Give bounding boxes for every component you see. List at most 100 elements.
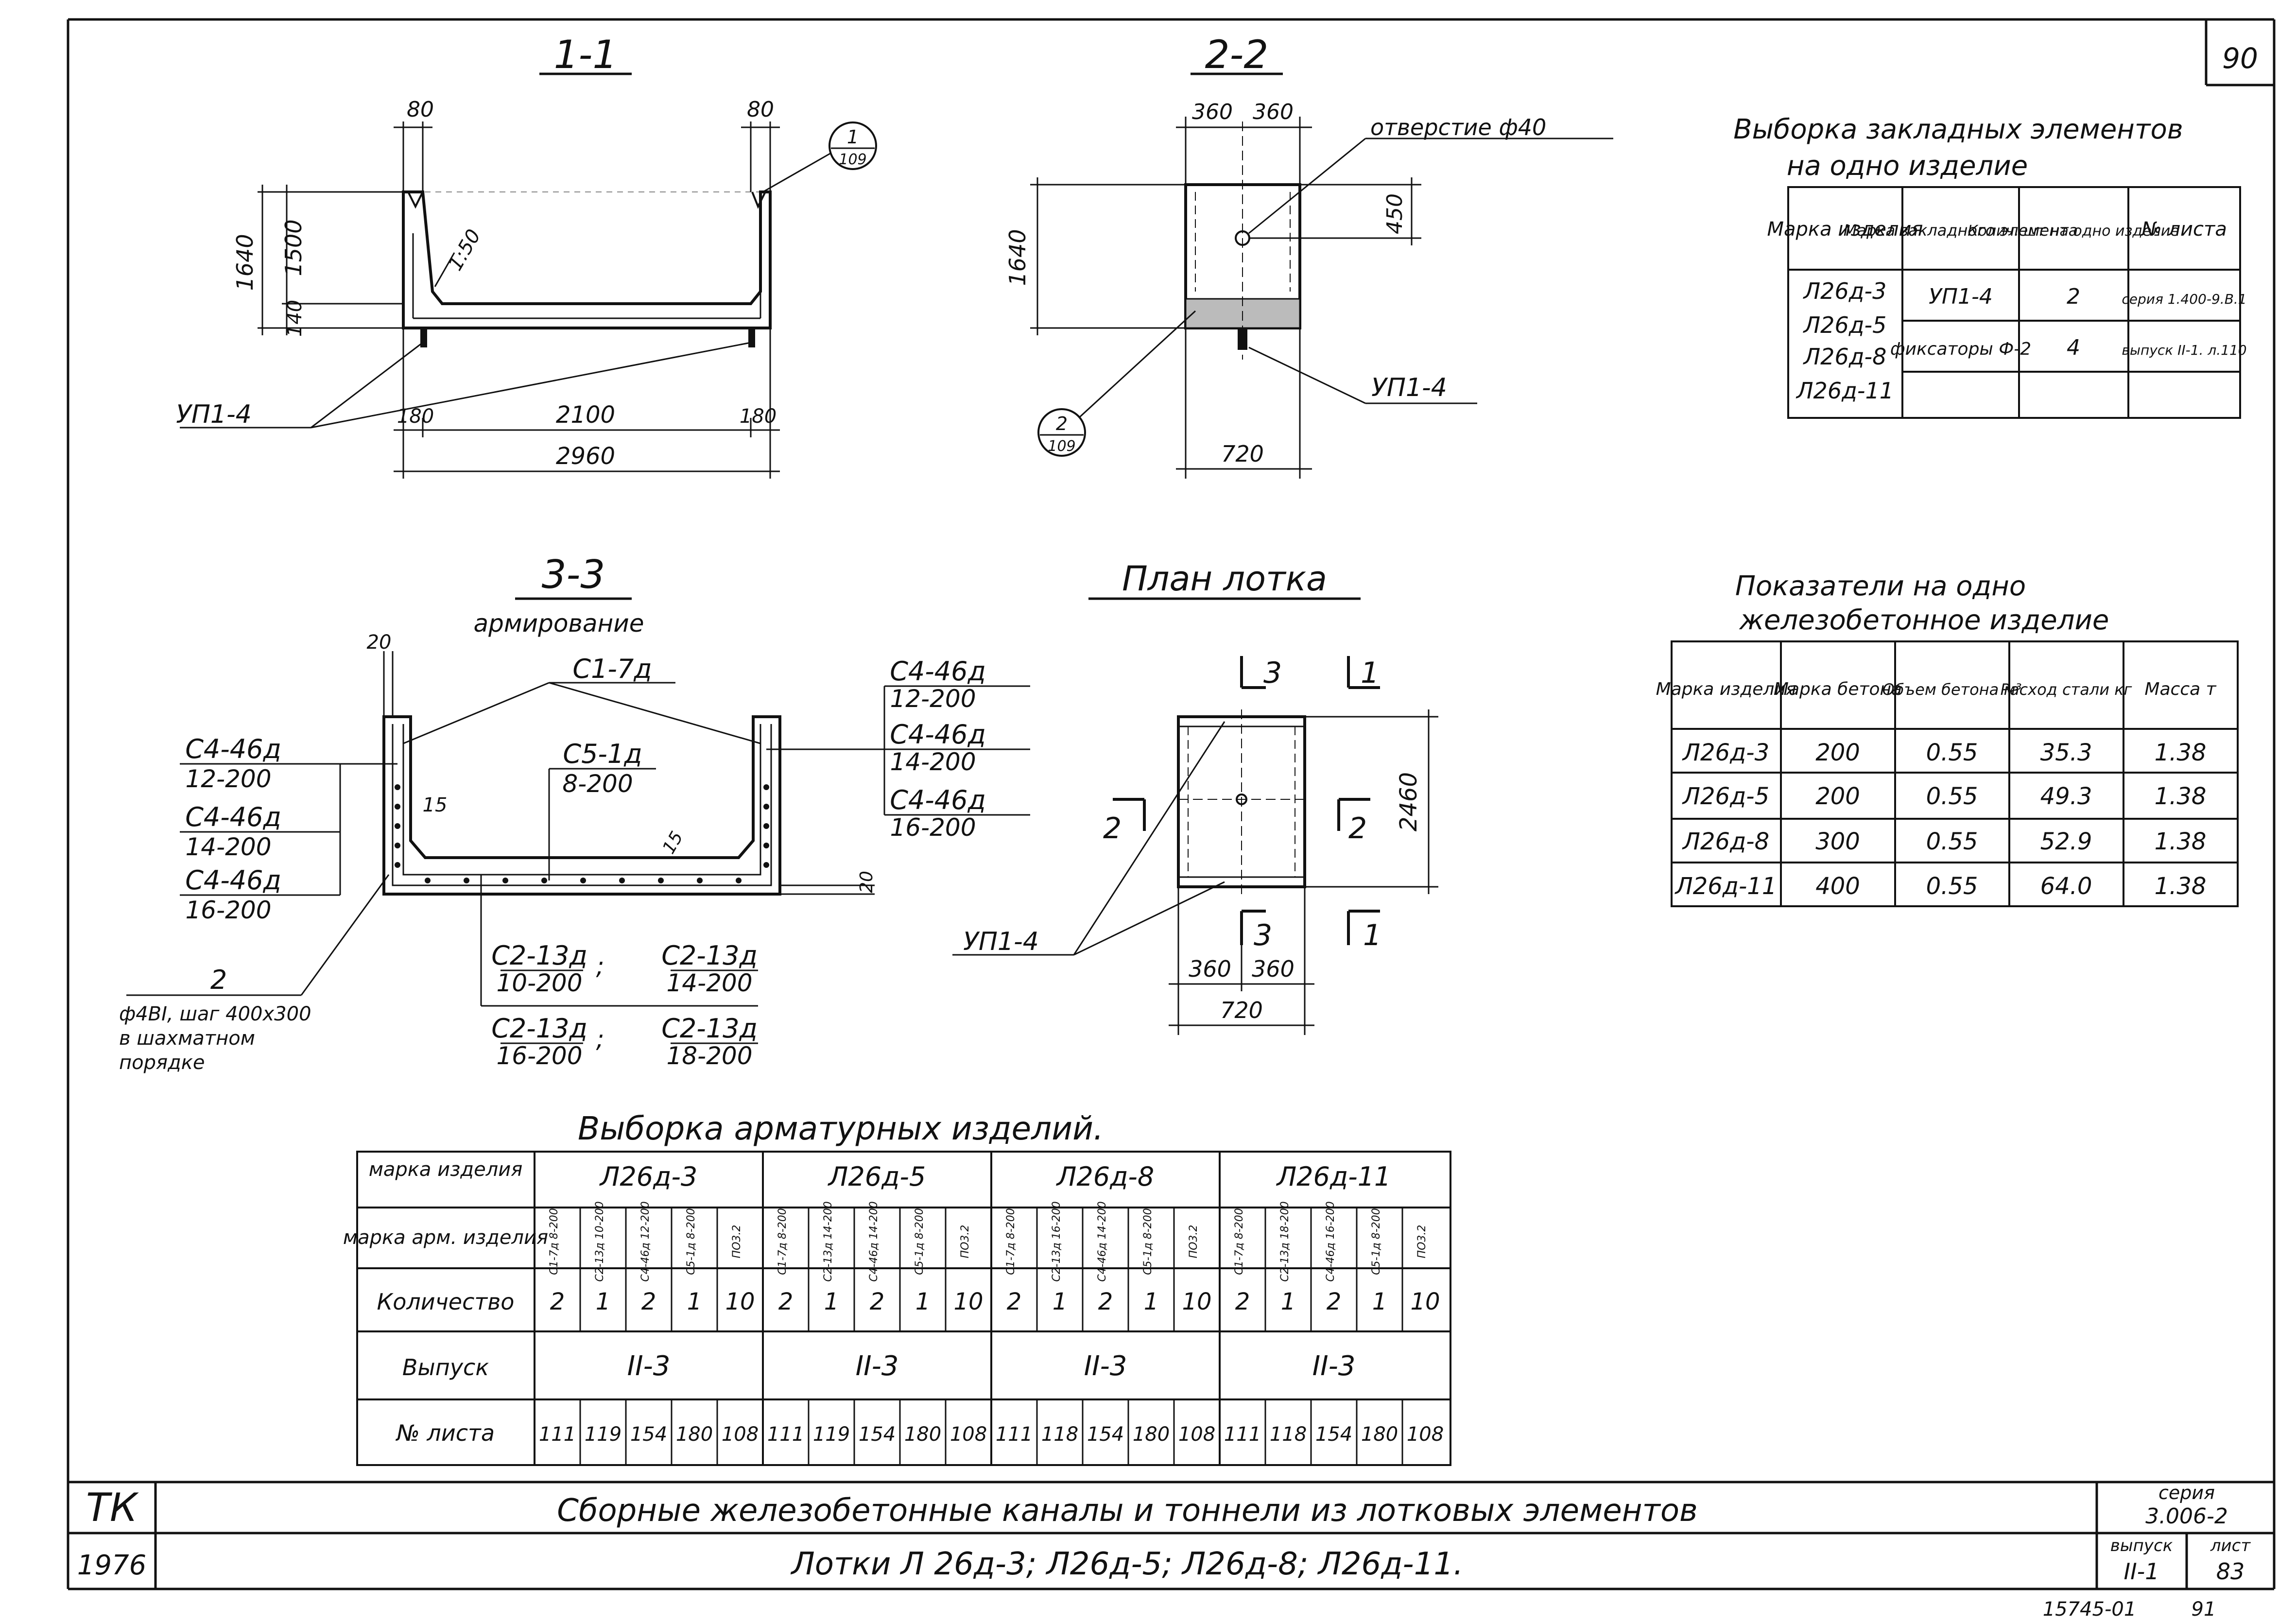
dim-inner-width: 2100 [556,401,615,429]
pos-2-note-1: ф4ВI, шаг 400х300 [119,1003,311,1025]
rebar-sheet: 119 [585,1423,621,1446]
dim-2-2-half-left: 360 [1192,100,1233,124]
cut-3-bottom: 3 [1254,918,1272,952]
rebar-row-header-5: № листа [395,1420,495,1446]
sheet-frame [67,18,2276,1590]
rebar-arm-mark: ПО3.2 [959,1225,971,1259]
rebar-arm-mark: С2-13д 14-200 [822,1201,834,1281]
sheet-value: 83 [2216,1558,2245,1585]
dim-height-total: 1640 [232,234,258,291]
c2-sep-1: ; [596,952,604,980]
rebar-arm-mark: С1-7д 8-200 [1233,1208,1245,1275]
rebar-table: Выборка арматурных изделий. марка издели… [343,1110,1451,1466]
rebar-group-name: Л26д-8 [1056,1161,1155,1192]
ind-r2-c5: 1.38 [2155,783,2207,810]
rebar-arm-mark: С1-7д 8-200 [777,1208,789,1275]
dim-3-3-cover-bottom: 15 [659,828,687,857]
callout-2-sheet: 109 [1048,438,1075,455]
section-1-1: 1-1 1:50 1640 1500 140 80 80 [176,32,877,479]
series-value: 3.006-2 [2145,1504,2228,1529]
rebar-arm-mark: С1-7д 8-200 [1005,1208,1017,1275]
rebar-qty: 2 [778,1288,794,1315]
dim-2-2-hole-height: 450 [1382,193,1407,234]
ind-r2-c1: Л26д-5 [1682,783,1769,810]
rebar-qty: 1 [1281,1288,1296,1315]
archive-number: 15745-01 [2043,1598,2137,1621]
section-1-1-title: 1-1 [554,32,618,77]
section-3-3-title: 3-3 [542,552,605,597]
rebar-qty: 2 [641,1288,656,1315]
callout-1-sheet: 109 [839,151,866,168]
embedded-up-sheet: серия 1.400-9.В.1 [2122,291,2246,307]
ind-r4-c1: Л26д-11 [1675,873,1777,900]
rebar-arm-mark: С4-46д 16-200 [1325,1201,1337,1281]
c2-sep-2: ; [596,1025,604,1053]
rebar-subcolumns [579,1208,1403,1465]
sheet-title-sub: Лотки Л 26д-3; Л26д-5; Л26д-8; Л26д-11. [791,1546,1464,1582]
rebar-qty: 2 [1098,1288,1113,1315]
ind-r3-c3: 0.55 [1926,828,1978,855]
dim-2-2-width: 720 [1221,441,1264,467]
indicators-title-1: Показатели на одно [1735,570,2026,602]
embedded-fix-sheet: выпуск II-1. л.110 [2122,342,2246,358]
sheet-label: лист [2210,1536,2251,1555]
right-c4-2-step: 14-200 [890,748,976,776]
rebar-sheet: 118 [1270,1423,1307,1446]
ind-r1-c4: 35.3 [2040,739,2092,766]
rebar-sheet: 180 [1361,1423,1398,1446]
rebar-qty: 1 [596,1288,611,1315]
dim-bottom-left: 180 [397,405,434,428]
rebar-arm-mark: С2-13д 16-200 [1051,1201,1063,1281]
label-c5-mark: С5-1д [563,739,642,769]
rebar-qty: 1 [1053,1288,1068,1315]
rebar-issue: II-3 [856,1350,899,1382]
org-code: ТК [86,1485,139,1530]
right-c4-1-mark: С4-46д [890,656,986,687]
rebar-arm-mark: ПО3.2 [1188,1225,1200,1259]
section-3-3-subtitle: армирование [474,609,644,638]
embedded-header-1: Марка изделия [1767,218,1923,241]
page-number: 90 [2222,42,2258,75]
ind-r3-c5: 1.38 [2155,828,2207,855]
ind-r2-c3: 0.55 [1926,783,1978,810]
dim-total-width: 2960 [556,443,615,470]
ind-header-5: Масса т [2144,679,2216,699]
dim-3-3-top: 20 [367,631,392,654]
c2-labels: С2-13д 10-200 ; С2-13д 14-200 С2-13д 16-… [480,875,758,1070]
rebar-sheet: 154 [1087,1423,1124,1446]
dim-bottom-right: 180 [740,405,777,428]
rebar-qty: 2 [1007,1288,1022,1315]
right-c4-3-mark: С4-46д [890,785,986,815]
embedded-table-title-2: на одно изделие [1787,150,2028,182]
issue-value: II-1 [2124,1558,2159,1585]
embedded-up-qty: 2 [2067,284,2080,309]
rebar-qty: 1 [824,1288,839,1315]
rebar-sheet: 180 [1133,1423,1170,1446]
hole-label: отверстие ф40 [1370,114,1546,140]
pos-2-label: 2 [210,965,227,995]
embed-label-1-1: УП1-4 [176,400,252,429]
rebar-arm-mark: С5-1д 8-200 [1142,1208,1154,1275]
rebar-arm-mark: С5-1д 8-200 [914,1208,926,1275]
rebar-issue: II-3 [1084,1350,1127,1382]
rebar-arm-mark: С1-7д 8-200 [548,1208,560,1275]
rebar-sheet: 111 [996,1423,1033,1446]
sheet-title-main: Сборные железобетонные каналы и тоннели … [557,1493,1697,1529]
left-c4-3-mark: С4-46д [185,865,281,896]
embedded-fix-qty: 4 [2067,335,2080,360]
embedded-header-4: № листа [2141,218,2227,241]
rebar-row-header-3: Количество [377,1289,515,1315]
section-3-3: 3-3 армирование 20 15 15 20 С1-7д С5-1д … [119,552,1030,1074]
rebar-sheet: 154 [1315,1423,1352,1446]
embedded-header-3: Колич. шт на одно изделие [1968,223,2179,240]
plan-dim-length: 2460 [1395,772,1422,831]
rebar-sheet: 118 [1041,1423,1078,1446]
left-c4-2-mark: С4-46д [185,802,281,832]
ind-r1-c2: 200 [1815,739,1860,766]
rebar-qty: 1 [915,1288,931,1315]
rebar-sheet: 108 [1407,1423,1444,1446]
dim-wall-height: 1500 [280,219,307,276]
rebar-qty: 1 [687,1288,702,1315]
